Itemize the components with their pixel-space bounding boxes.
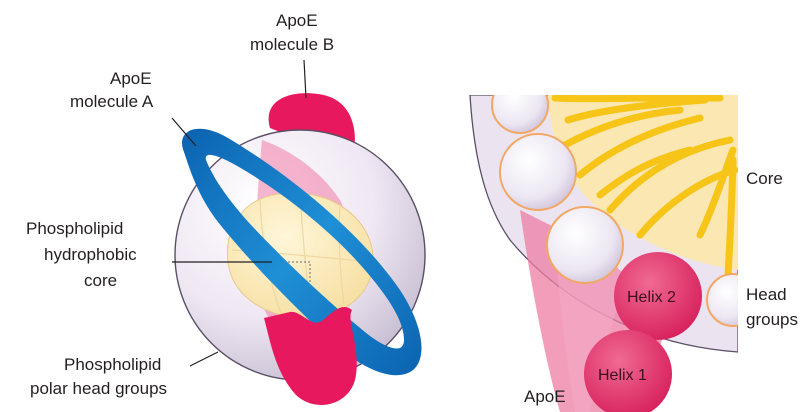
label-apoe-b-line2: molecule B (250, 35, 334, 54)
zoom-detail (470, 77, 759, 412)
label-helix-1: Helix 1 (598, 367, 647, 384)
leader-head-groups (190, 352, 218, 366)
apoe-molecule-b-bottom (264, 307, 357, 405)
label-core-line1: Phospholipid (26, 219, 123, 238)
label-helix-2: Helix 2 (627, 289, 676, 306)
leader-apoe-b (304, 60, 306, 98)
label-apoe-right: ApoE (524, 387, 566, 406)
label-head-line2: polar head groups (30, 379, 167, 398)
label-head-right-line1: Head (746, 285, 787, 304)
label-head-line1: Phospholipid (64, 355, 161, 374)
label-core-line2: hydrophobic (44, 245, 137, 264)
label-apoe-a-line1: ApoE (110, 69, 152, 88)
label-core-right: Core (746, 169, 783, 188)
left-particle (172, 60, 425, 405)
label-head-right-line2: groups (746, 310, 798, 329)
label-apoe-a-line2: molecule A (70, 92, 154, 111)
label-core-line3: core (84, 271, 117, 290)
label-apoe-b-line1: ApoE (276, 11, 318, 30)
